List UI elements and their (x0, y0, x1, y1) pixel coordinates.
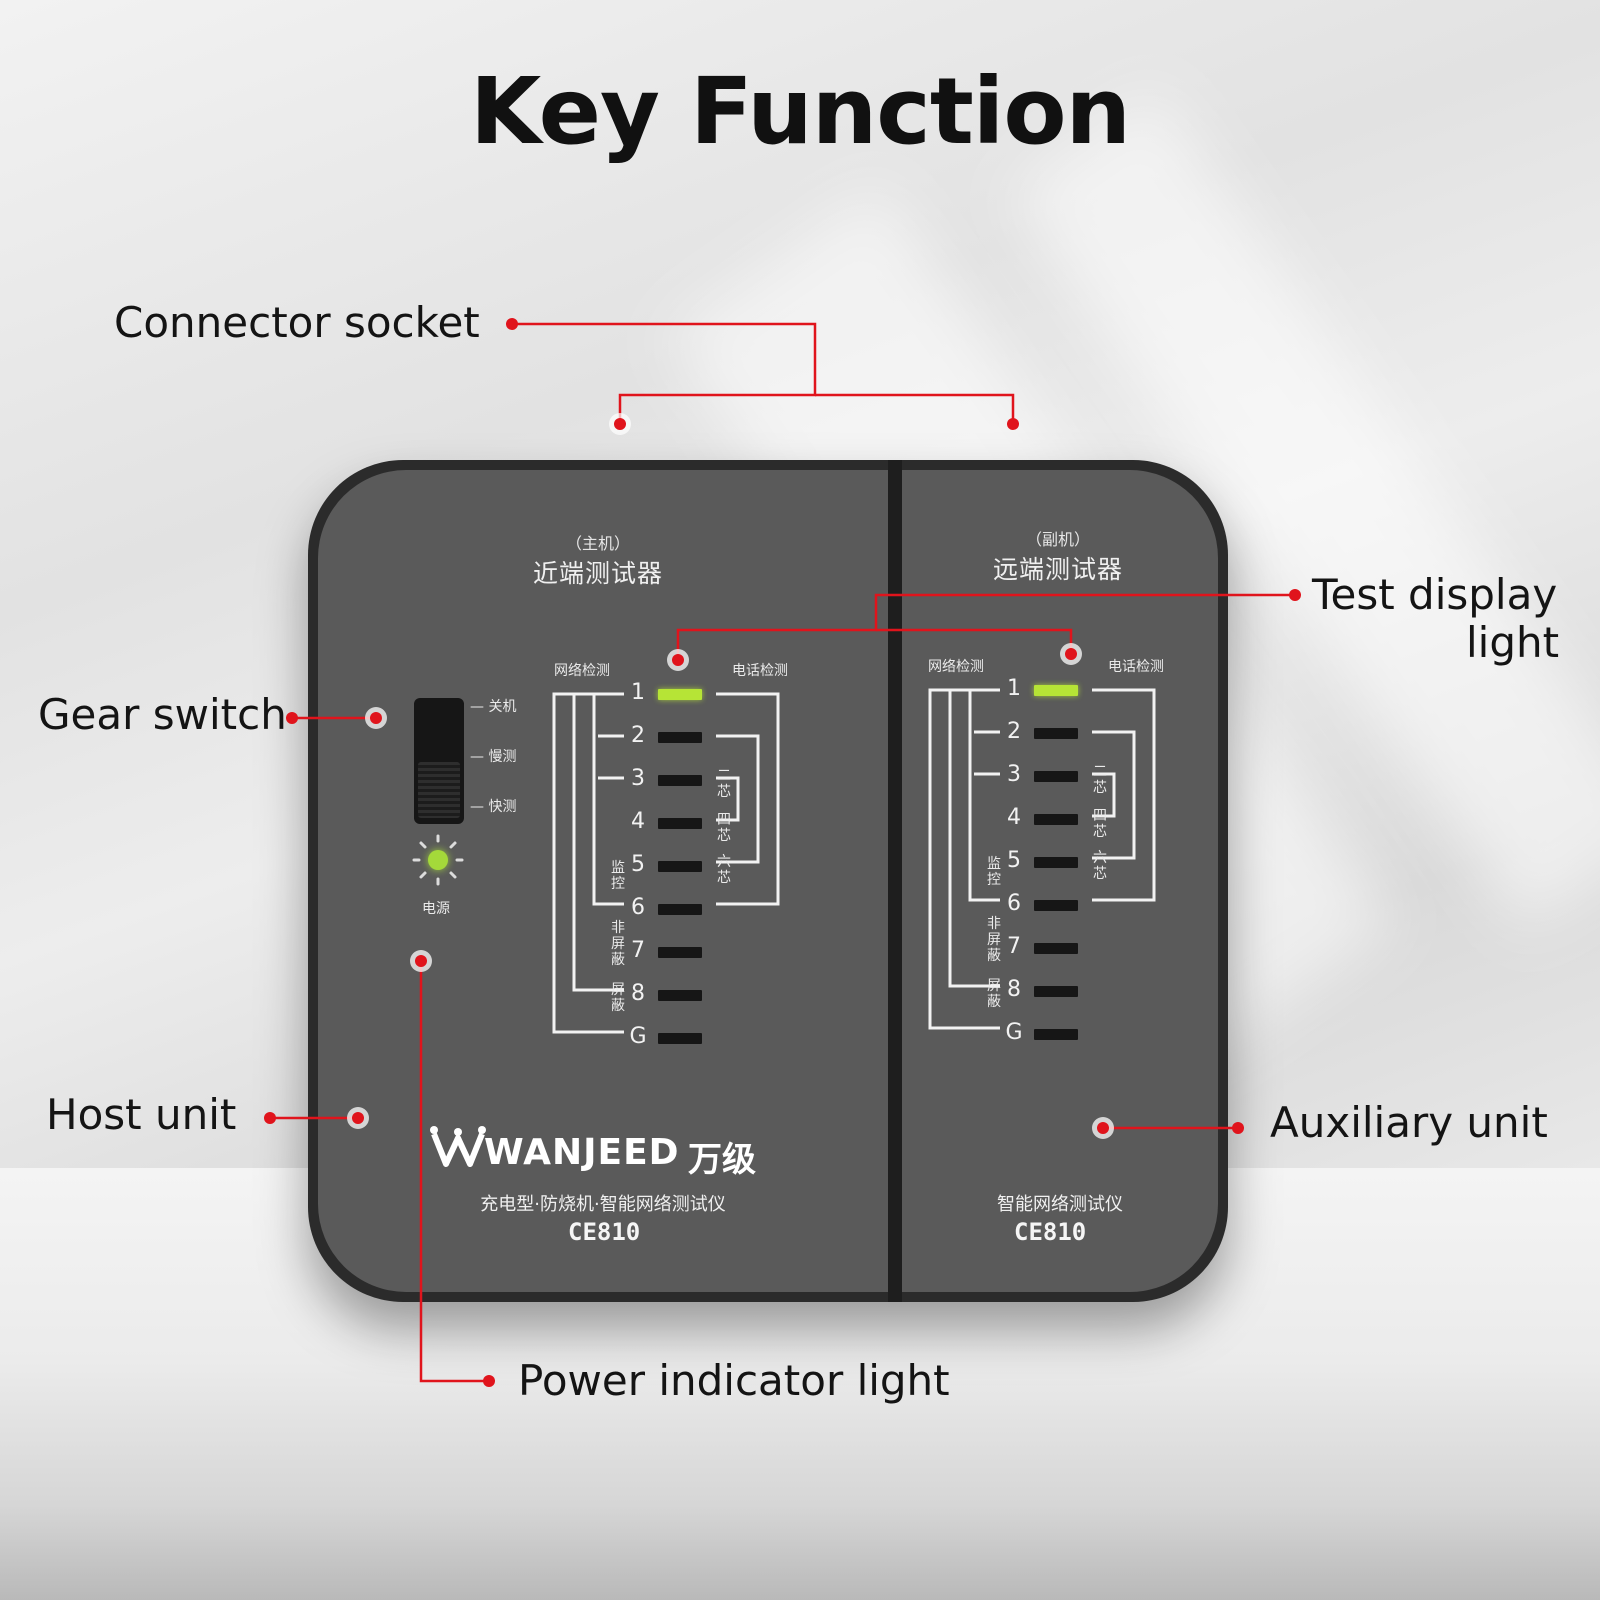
aux-tagline: 智能网络测试仪 (997, 1194, 1123, 1215)
host-pin-8: 8 (631, 981, 645, 1006)
aux-phone-test-label: 电话检测 (1108, 659, 1164, 675)
brand-logo-mark (430, 1126, 486, 1167)
callout-connector-socket: Connector socket (114, 298, 480, 347)
host-led-3 (658, 775, 702, 786)
host-monitor-label: 监控 (611, 860, 625, 892)
switch-position-off: — 关机 (470, 699, 517, 715)
aux-led-6 (1034, 900, 1078, 911)
aux-model: CE810 (1014, 1218, 1087, 1246)
network-cable-tester: （主机） 近端测试器 — 关机 — 慢测 — 快测 电源 网络检测 电话检测 1… (308, 460, 1228, 1302)
power-indicator-ring (412, 834, 464, 886)
gear-switch[interactable] (414, 698, 464, 824)
brand-name: WANJEED (484, 1132, 680, 1173)
host-phone-test-label: 电话检测 (732, 663, 788, 679)
host-name-label: 近端测试器 (532, 559, 663, 588)
switch-position-fast: — 快测 (470, 799, 517, 815)
host-wiring-diagram (552, 692, 780, 1034)
page-title: Key Function (469, 58, 1131, 165)
host-pin-4: 4 (631, 809, 645, 834)
aux-pin-1: 1 (1007, 676, 1021, 701)
unit-seam (888, 460, 902, 1302)
aux-network-test-label: 网络检测 (928, 659, 984, 675)
host-pin-6: 6 (631, 895, 645, 920)
aux-wire-6 (1092, 730, 1136, 860)
aux-pin-2: 2 (1007, 719, 1021, 744)
aux-pin-5: 5 (1007, 848, 1021, 873)
host-unshielded-label: 非屏蔽 (611, 920, 625, 968)
host-tagline: 充电型·防烧机·智能网络测试仪 (480, 1194, 726, 1215)
host-pin-5: 5 (631, 852, 645, 877)
power-indicator-light (428, 850, 448, 870)
aux-led-3 (1034, 771, 1078, 782)
aux-wiring-diagram (928, 688, 1156, 1030)
aux-wire-7 (1092, 772, 1116, 818)
callout-test-display-light: Test display (1312, 570, 1558, 619)
gear-switch-knob[interactable] (418, 762, 460, 818)
host-unit-panel: （主机） 近端测试器 — 关机 — 慢测 — 快测 电源 网络检测 电话检测 1… (318, 470, 888, 1292)
aux-led-G (1034, 1029, 1078, 1040)
power-label: 电源 (422, 901, 450, 917)
callout-power-indicator-light: Power indicator light (518, 1356, 950, 1405)
aux-led-7 (1034, 943, 1078, 954)
aux-pin-6: 6 (1007, 891, 1021, 916)
host-six-core-label: 六芯 (717, 854, 731, 886)
aux-led-2 (1034, 728, 1078, 739)
host-led-7 (658, 947, 702, 958)
aux-unshielded-label: 非屏蔽 (987, 916, 1001, 964)
host-led-6 (658, 904, 702, 915)
aux-four-core-label: 四芯 (1093, 808, 1107, 840)
host-wire-6 (716, 734, 760, 864)
callout-test-display-light-line2: light (1466, 618, 1560, 667)
aux-shielded-label: 屏蔽 (987, 978, 1001, 1010)
aux-pin-G: G (1005, 1020, 1023, 1045)
host-led-2 (658, 732, 702, 743)
aux-pin-8: 8 (1007, 977, 1021, 1002)
callout-gear-switch: Gear switch (38, 690, 287, 739)
host-wire-7 (716, 776, 740, 822)
host-led-1 (658, 689, 702, 700)
host-led-G (658, 1033, 702, 1044)
host-pin-7: 7 (631, 938, 645, 963)
aux-pin-3: 3 (1007, 762, 1021, 787)
aux-wire-2 (968, 688, 1000, 902)
host-wire-5 (716, 692, 780, 906)
host-pin-2: 2 (631, 723, 645, 748)
aux-wire-5 (1092, 688, 1156, 902)
callout-auxiliary-unit: Auxiliary unit (1270, 1098, 1548, 1147)
host-pin-G: G (629, 1024, 647, 1049)
aux-name-label: 远端测试器 (992, 555, 1123, 584)
host-wire-2 (592, 692, 624, 906)
callout-host-unit: Host unit (46, 1090, 237, 1139)
host-pin-3: 3 (631, 766, 645, 791)
aux-pin-7: 7 (1007, 934, 1021, 959)
host-led-5 (658, 861, 702, 872)
host-model: CE810 (568, 1218, 641, 1246)
switch-position-slow: — 慢测 (470, 749, 517, 765)
host-led-8 (658, 990, 702, 1001)
aux-led-5 (1034, 857, 1078, 868)
aux-led-8 (1034, 986, 1078, 997)
aux-two-core-label: 二芯 (1093, 764, 1107, 796)
host-four-core-label: 四芯 (717, 812, 731, 844)
aux-led-4 (1034, 814, 1078, 825)
brand-name-cn: 万级 (688, 1140, 756, 1180)
aux-led-1 (1034, 685, 1078, 696)
host-two-core-label: 二芯 (717, 768, 731, 800)
aux-monitor-label: 监控 (987, 856, 1001, 888)
aux-role-label: （副机） (1025, 530, 1090, 549)
host-led-4 (658, 818, 702, 829)
host-pin-1: 1 (631, 680, 645, 705)
host-network-test-label: 网络检测 (554, 663, 610, 679)
aux-pin-4: 4 (1007, 805, 1021, 830)
host-shielded-label: 屏蔽 (611, 982, 625, 1014)
aux-six-core-label: 六芯 (1093, 850, 1107, 882)
host-role-label: （主机） (565, 534, 630, 553)
